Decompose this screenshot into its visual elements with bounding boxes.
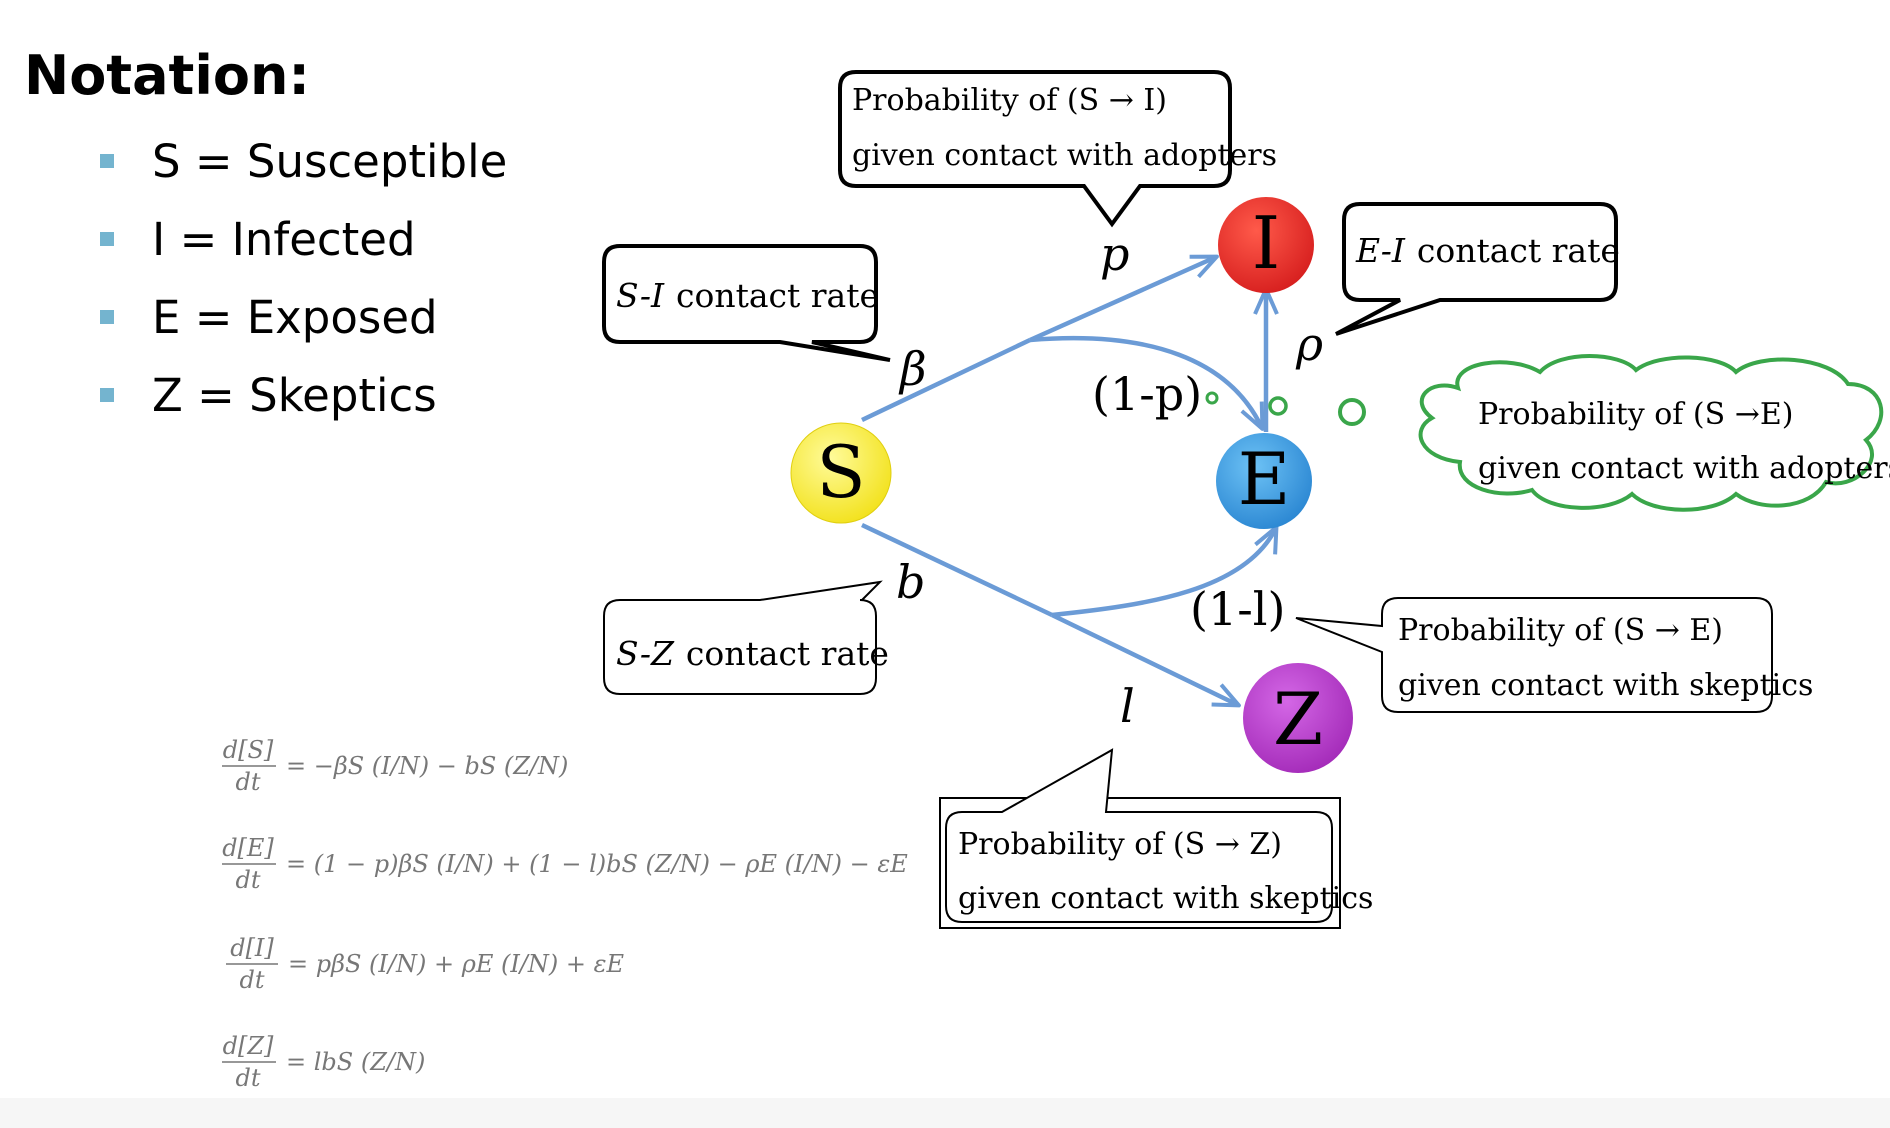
svg-text:given contact with adopters: given contact with adopters	[852, 138, 1277, 173]
equation-di: d[I] dt = pβS (I/N) + ρE (I/N) + εE	[226, 934, 625, 994]
svg-text:Z: Z	[1273, 677, 1323, 761]
node-z: Z	[1243, 663, 1353, 773]
notation-title: Notation:	[24, 44, 311, 107]
thought-dot-large	[1338, 398, 1366, 426]
svg-text:Probability of (S →E): Probability of (S →E)	[1478, 397, 1793, 432]
equations: d[S] dt = −βS (I/N) − bS (Z/N) d[E] dt =…	[222, 736, 908, 1092]
arrow-to-e-lower	[1051, 525, 1279, 618]
svg-text:dt: dt	[235, 866, 260, 894]
notation-item-z: Z = Skeptics	[96, 364, 507, 442]
svg-text:d[E]: d[E]	[222, 834, 274, 862]
edge-labels: β p (1-p) ρ b (1-l) l	[896, 227, 1323, 733]
svg-text:Probability of (S → I): Probability of (S → I)	[852, 83, 1167, 118]
node-s: S	[790, 422, 892, 524]
svg-text:d[Z]: d[Z]	[223, 1032, 274, 1060]
svg-text:= lbS (Z/N): = lbS (Z/N)	[286, 1048, 425, 1076]
svg-text:Probability of (S → Z): Probability of (S → Z)	[958, 827, 1282, 862]
svg-text:d[S]: d[S]	[223, 736, 274, 764]
label-beta: β	[898, 342, 927, 396]
svg-text:S: S	[816, 430, 865, 514]
notation-item-e: E = Exposed	[96, 286, 507, 364]
bottom-strip	[0, 1098, 1890, 1128]
notation-list: S = Susceptible I = Infected E = Exposed…	[96, 130, 507, 442]
node-e: E	[1216, 433, 1312, 529]
svg-text:given contact with adopters: given contact with adopters	[1478, 451, 1890, 486]
svg-text:= pβS (I/N) + ρE (I/N) + εE: = pβS (I/N) + ρE (I/N) + εE	[288, 950, 625, 978]
arrow-s-to-split-upper	[861, 337, 1031, 423]
thought-dot-medium	[1268, 396, 1288, 416]
svg-text:= −βS (I/N) − bS (Z/N): = −βS (I/N) − bS (Z/N)	[286, 752, 568, 780]
thought-dot-small	[1205, 391, 1219, 405]
bullet-icon	[100, 388, 114, 402]
callout-prob-si: Probability of (S → I) given contact wit…	[838, 70, 1277, 228]
svg-text:= (1 − p)βS (I/N) + (1 − l)bS: = (1 − p)βS (I/N) + (1 − l)bS (Z/N) − ρE…	[286, 850, 908, 878]
label-one-minus-p: (1-p)	[1092, 367, 1202, 421]
equation-dz: d[Z] dt = lbS (Z/N)	[222, 1032, 425, 1092]
svg-text:E: E	[1238, 437, 1291, 521]
arrow-s-to-split-lower	[861, 522, 1053, 618]
diagram-arrows	[861, 254, 1279, 708]
label-l: l	[1120, 679, 1135, 733]
svg-text:dt: dt	[235, 1064, 260, 1092]
svg-text:given contact with skeptics: given contact with skeptics	[958, 881, 1373, 916]
bullet-icon	[100, 232, 114, 246]
svg-text:Probability of (S → E): Probability of (S → E)	[1398, 613, 1723, 648]
svg-text:dt: dt	[235, 768, 260, 796]
bullet-icon	[100, 310, 114, 324]
label-b: b	[896, 555, 925, 609]
label-one-minus-l: (1-l)	[1190, 582, 1285, 636]
callout-prob-sz: Probability of (S → Z) given contact wit…	[939, 748, 1373, 929]
notation-item-s: S = Susceptible	[96, 130, 507, 208]
callout-prob-se-adopters: Probability of (S →E) given contact with…	[1205, 354, 1890, 512]
arrow-to-z	[1051, 612, 1241, 708]
arrow-to-e-upper	[1029, 335, 1265, 431]
bullet-icon	[100, 154, 114, 168]
svg-text:I: I	[1252, 201, 1280, 285]
equation-de: d[E] dt = (1 − p)βS (I/N) + (1 − l)bS (Z…	[222, 834, 908, 894]
arrow-to-i	[1029, 254, 1219, 343]
svg-text:dt: dt	[239, 966, 264, 994]
notation-item-i: I = Infected	[96, 208, 507, 286]
label-rho: ρ	[1295, 317, 1323, 371]
svg-text:d[I]: d[I]	[230, 934, 274, 962]
equation-ds: d[S] dt = −βS (I/N) − bS (Z/N)	[222, 736, 568, 796]
label-p: p	[1100, 227, 1129, 281]
node-i: I	[1218, 197, 1314, 293]
callout-prob-se-skeptics: Probability of (S → E) given contact wit…	[1295, 597, 1813, 713]
svg-text:given contact with skeptics: given contact with skeptics	[1398, 668, 1813, 703]
